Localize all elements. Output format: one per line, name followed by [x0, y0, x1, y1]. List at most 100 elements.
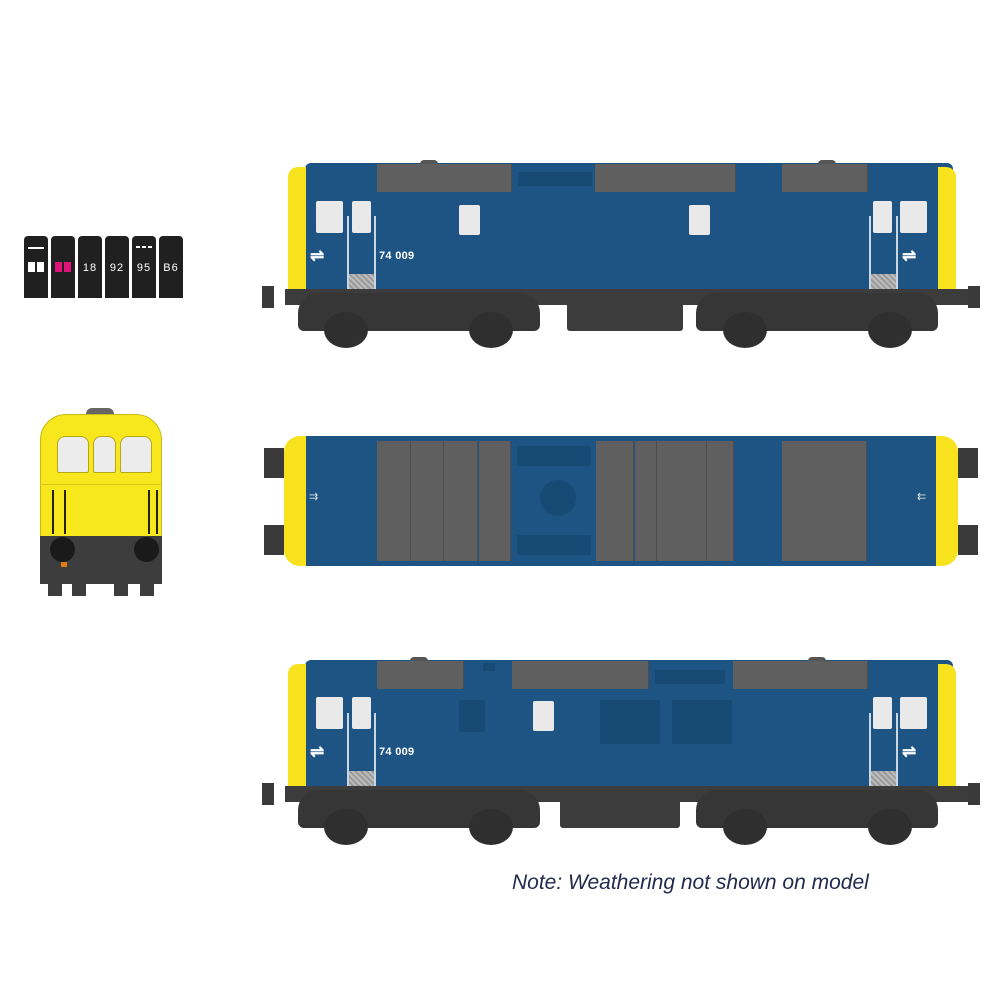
roof-fan-housing: [517, 446, 591, 466]
roof-grille: [707, 164, 736, 192]
roof-vent: [483, 663, 495, 671]
fuel-tank: [560, 790, 680, 828]
front-step: [114, 584, 128, 596]
roof-dome: [808, 657, 826, 661]
jumper-cables-right: [148, 490, 158, 534]
roof-grille: [538, 661, 567, 689]
door-outline: [896, 713, 898, 786]
roof-plan: ⇉ ⇇: [264, 436, 978, 566]
roof-grille: [566, 661, 589, 689]
side-elevation-b: ⇌ ⇌ 74 009: [262, 657, 980, 845]
loco-number: 74 009: [379, 746, 415, 758]
roof-cab-right: [936, 436, 958, 566]
roof-dome: [410, 657, 428, 661]
door-outline: [869, 216, 871, 289]
roof-grille: [835, 661, 868, 689]
jumper-cables-left: [52, 490, 66, 534]
roof-grille: [733, 661, 768, 689]
cab-window: [900, 697, 927, 729]
front-window-left: [57, 436, 89, 473]
roof-grille: [406, 661, 434, 689]
roof-fan: [540, 480, 576, 516]
cab-step: [871, 274, 896, 289]
body-panel: [672, 700, 732, 744]
cab-end-left: [288, 167, 306, 289]
wheel: [868, 809, 912, 845]
roof-grille: [377, 441, 411, 561]
headcode-blind-b6: B6: [159, 236, 183, 298]
front-step: [72, 584, 86, 596]
body-window: [533, 701, 554, 731]
door-outline: [347, 713, 349, 786]
body-panel: [459, 700, 485, 732]
door-outline: [374, 713, 376, 786]
buffer: [968, 286, 980, 308]
door-outline: [347, 216, 349, 289]
wheel: [324, 312, 368, 348]
br-double-arrow-logo: ⇌: [902, 742, 917, 761]
wheel: [868, 312, 912, 348]
buffer: [968, 783, 980, 805]
br-double-arrow-logo: ⇌: [902, 246, 917, 265]
body-window: [459, 205, 480, 235]
roof-grille: [612, 661, 631, 689]
roof-grille: [838, 441, 867, 561]
br-double-arrow-logo: ⇌: [310, 246, 325, 265]
door-outline: [869, 713, 871, 786]
wheel: [469, 312, 513, 348]
front-window-right: [120, 436, 152, 473]
weathering-note: Note: Weathering not shown on model: [512, 871, 869, 894]
wheel: [324, 809, 368, 845]
headcode-blind-92: 92: [105, 236, 129, 298]
roof-grille: [615, 441, 634, 561]
roof-grille: [479, 441, 511, 561]
door-outline: [374, 216, 376, 289]
fuel-tank: [567, 293, 683, 331]
buffer: [264, 448, 284, 478]
roof-grille: [479, 164, 512, 192]
roof-grille: [681, 441, 707, 561]
roof-grille: [839, 164, 868, 192]
roof-grille: [411, 164, 446, 192]
cab-front-view: [0, 0, 260, 620]
roof-grille: [782, 164, 812, 192]
roof-arrow-marks: ⇉: [309, 491, 319, 503]
front-window-centre: [93, 436, 116, 473]
roof-grille: [707, 441, 734, 561]
cab-window: [316, 697, 343, 729]
headcode-blind-95: 95: [132, 236, 156, 298]
front-rail: [40, 484, 162, 485]
headcode-blinds: 18 92 95 B6: [24, 236, 183, 298]
roof-grille: [657, 441, 682, 561]
buffer: [958, 525, 978, 555]
front-buffer-left: [50, 537, 75, 562]
roof-grille: [377, 661, 407, 689]
door-window: [352, 201, 371, 233]
front-step: [48, 584, 62, 596]
cab-step: [349, 274, 374, 289]
cab-end-right: [938, 664, 956, 786]
headcode-blind-white: [24, 236, 48, 298]
roof-dome: [818, 160, 836, 164]
horn-grille: [86, 408, 114, 414]
roof-grille: [767, 661, 802, 689]
cab-end-right: [938, 167, 956, 289]
cab-window: [316, 201, 343, 233]
br-double-arrow-logo: ⇌: [310, 742, 325, 761]
door-outline: [896, 216, 898, 289]
buffer: [958, 448, 978, 478]
headcode-blind-magenta: [51, 236, 75, 298]
roof-cab-left: [284, 436, 306, 566]
side-elevation-a: ⇌ ⇌ 74 009: [0, 0, 1000, 360]
door-window: [352, 697, 371, 729]
door-window: [873, 201, 892, 233]
roof-grille: [630, 661, 649, 689]
body-window: [689, 205, 710, 235]
cab-window: [900, 201, 927, 233]
wheel: [469, 809, 513, 845]
buffer: [264, 525, 284, 555]
roof-grille: [444, 441, 478, 561]
roof-vent: [655, 670, 725, 684]
roof-arrow-marks: ⇇: [917, 491, 927, 503]
roof-grille: [635, 441, 657, 561]
